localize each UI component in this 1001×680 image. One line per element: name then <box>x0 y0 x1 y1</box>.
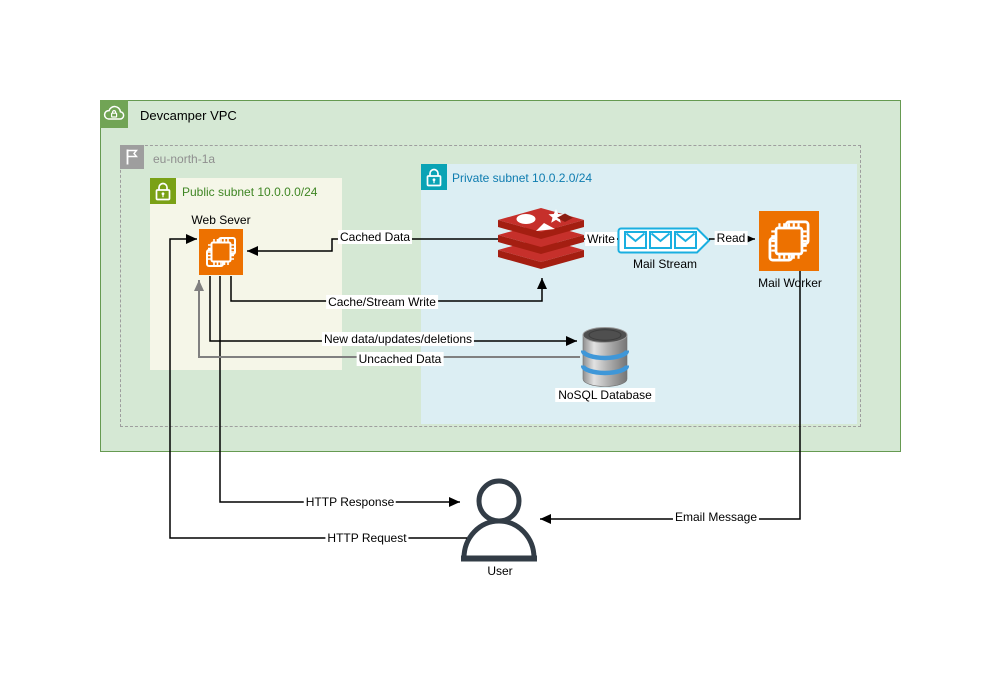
mail-stream-label: Mail Stream <box>632 257 698 271</box>
edge-label-cache-stream-write: Cache/Stream Write <box>326 295 438 309</box>
edge-label-read: Read <box>714 231 748 245</box>
web-server-label: Web Sever <box>191 213 251 227</box>
private-subnet-lock-icon <box>421 164 447 190</box>
web-server-node <box>199 229 243 275</box>
vpc-label: Devcamper VPC <box>140 108 237 123</box>
message-stream-icon <box>617 227 711 254</box>
person-icon <box>461 478 537 562</box>
mail-stream-node <box>617 227 711 254</box>
availability-zone-label: eu-north-1a <box>153 152 216 166</box>
vpc-cloud-icon <box>100 100 128 128</box>
ec2-instance-icon <box>768 220 810 262</box>
user-label: User <box>487 564 513 578</box>
mail-worker-node <box>759 211 819 271</box>
public-subnet-label: Public subnet 10.0.0.0/24 <box>182 185 318 199</box>
nosql-database-node <box>581 326 629 388</box>
public-subnet-lock-icon <box>150 178 176 204</box>
availability-zone-flag-icon <box>120 145 144 169</box>
ec2-instance-icon <box>206 237 236 267</box>
redis-cache-node <box>498 206 584 272</box>
redis-cache-icon <box>498 208 584 269</box>
edge-label-http-request: HTTP Request <box>325 531 409 545</box>
edge-label-uncached-data: Uncached Data <box>356 352 444 366</box>
edge-label-email-message: Email Message <box>672 510 760 524</box>
nosql-database-label: NoSQL Database <box>555 388 655 402</box>
edge-label-write: Write <box>585 232 617 246</box>
availability-zone-group: eu-north-1a <box>120 145 861 427</box>
public-subnet-group: Public subnet 10.0.0.0/24 <box>150 178 342 370</box>
mail-worker-label: Mail Worker <box>758 276 822 290</box>
user-node <box>457 474 543 576</box>
private-subnet-label: Private subnet 10.0.2.0/24 <box>452 171 593 185</box>
edge-label-cached-data: Cached Data <box>337 230 413 244</box>
private-subnet-group: Private subnet 10.0.2.0/24 <box>421 164 857 424</box>
edge-label-http-response: HTTP Response <box>303 495 397 509</box>
edge-label-new-data: New data/updates/deletions <box>321 332 475 346</box>
database-cylinder-icon <box>581 327 629 387</box>
